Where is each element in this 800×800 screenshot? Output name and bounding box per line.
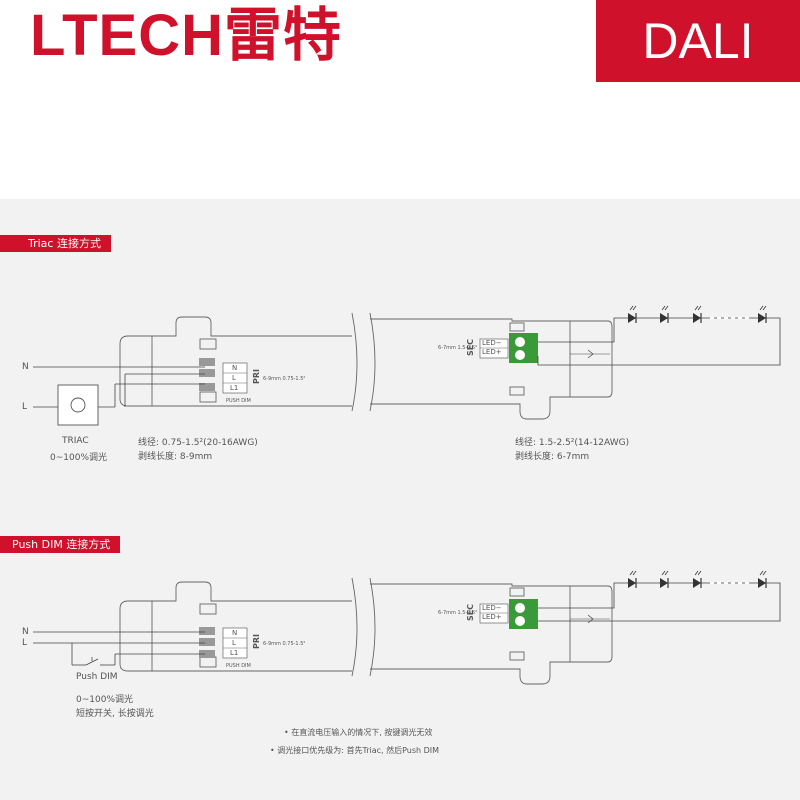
led-minus: LED−: [482, 339, 502, 347]
sec-spec: 6-7mm 1.5-2.5²: [438, 345, 478, 351]
driver-body-pushdim: [119, 577, 613, 685]
pri-label: PRI: [252, 369, 261, 384]
input-wire-spec: 线径: 0.75-1.5²(20-16AWG): [138, 438, 258, 448]
triac-range: 0~100%调光: [50, 453, 107, 463]
brand-logo: LTECH雷特: [30, 3, 343, 68]
terminal-l-2: L: [232, 639, 236, 647]
terminal-block-secondary-2: [479, 599, 538, 629]
sec-spec-2: 6-7mm 1.5-2.5²: [438, 610, 478, 616]
led-string-2: [627, 570, 767, 589]
section-title-pushdim: Push DIM 连接方式: [0, 536, 121, 553]
pri-spec: 6-9mm 0.75-1.5²: [263, 376, 306, 382]
push-dim-desc: 短按开关, 长按调光: [76, 709, 154, 719]
terminal-l: L: [232, 374, 236, 382]
input-strip-spec: 剥线长度: 8-9mm: [138, 452, 213, 462]
wiring-diagram: [33, 305, 781, 685]
triac-dimmer-box: [57, 384, 99, 426]
terminal-l1: L1: [230, 384, 239, 392]
led-string-1: [627, 305, 767, 324]
driver-body-triac: [119, 312, 613, 420]
push-dim-label: Push DIM: [76, 672, 118, 682]
terminal-block-secondary-1: [479, 333, 538, 363]
note-priority: • 调光接口优先级为: 首先Triac, 然后Push DIM: [270, 746, 440, 755]
wires-triac: [33, 317, 781, 408]
terminal-n-2: N: [232, 629, 238, 637]
label-n: N: [22, 362, 29, 372]
label-l-2: L: [22, 638, 28, 648]
label-n-2: N: [22, 627, 29, 637]
terminal-n: N: [232, 364, 238, 372]
label-l: L: [22, 402, 28, 412]
section-title-triac: Triac 连接方式: [0, 235, 111, 252]
led-plus-2: LED+: [482, 613, 502, 621]
protocol-badge: DALI: [596, 0, 800, 82]
push-dim-small-2: PUSH DIM: [226, 663, 251, 669]
terminal-l1-2: L1: [230, 649, 239, 657]
triac-label: TRIAC: [62, 436, 89, 446]
led-minus-2: LED−: [482, 604, 502, 612]
output-wire-spec: 线径: 1.5-2.5²(14-12AWG): [515, 438, 630, 448]
wires-pushdim: [33, 582, 781, 666]
pri-label-2: PRI: [252, 634, 261, 649]
output-strip-spec: 剥线长度: 6-7mm: [515, 452, 590, 462]
terminal-block-primary-1: [199, 358, 248, 394]
push-dim-range: 0~100%调光: [76, 695, 133, 705]
terminal-block-primary-2: [199, 627, 248, 659]
note-dc-input: • 在直流电压输入的情况下, 按键调光无效: [284, 728, 433, 737]
triac-dimmer-knob: [70, 397, 86, 413]
push-dim-small: PUSH DIM: [226, 398, 251, 404]
diagram-panel: [0, 199, 800, 800]
pri-spec-2: 6-9mm 0.75-1.5²: [263, 641, 306, 647]
led-plus: LED+: [482, 348, 502, 356]
